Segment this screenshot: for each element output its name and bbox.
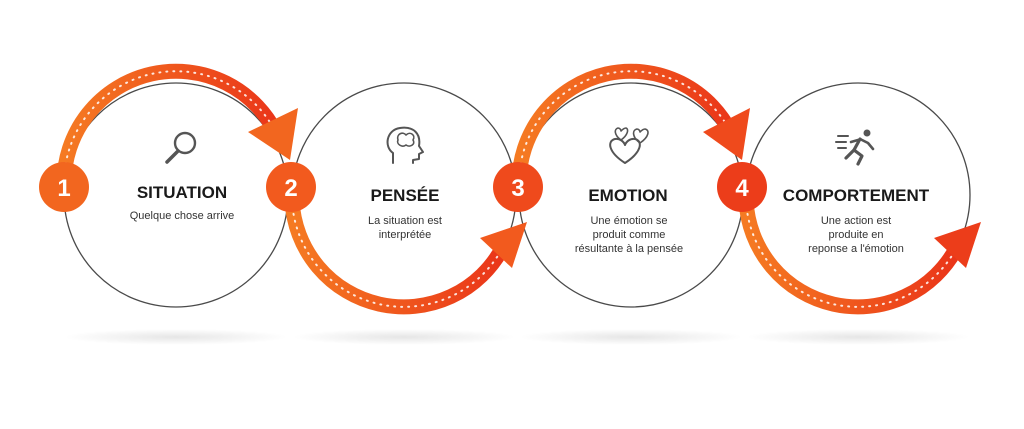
arrowhead-1: [248, 108, 298, 160]
step-badge-3: 3: [493, 162, 543, 212]
step-badges: 1 2 3 4: [39, 162, 767, 212]
hearts-icon: [609, 127, 649, 164]
arrowhead-2: [480, 222, 527, 268]
circle-shadows: [64, 329, 970, 345]
step-desc-3-line-2: produit comme: [593, 229, 666, 241]
step-desc-3-line-3: résultante à la pensée: [575, 243, 683, 255]
brain-head-icon: [386, 126, 424, 164]
arrowhead-4: [934, 222, 981, 268]
step-number-1: 1: [57, 175, 70, 202]
step-title-4: COMPORTEMENT: [783, 186, 930, 205]
step-desc-2-line-1: La situation est: [368, 215, 442, 227]
running-man-icon: [835, 129, 875, 166]
step-title-1: SITUATION: [137, 183, 227, 202]
cycle-arrows: [56, 63, 981, 315]
step-desc-4-line-3: reponse a l'émotion: [808, 243, 904, 255]
step-titles: SITUATION PENSÉE EMOTION COMPORTEMENT: [137, 183, 930, 205]
step-desc-4-line-2: produite en: [828, 229, 883, 241]
step-title-2: PENSÉE: [371, 186, 440, 205]
step-number-3: 3: [511, 175, 524, 202]
step-number-2: 2: [284, 175, 297, 202]
step-badge-2: 2: [266, 162, 316, 212]
step-desc-4-line-1: Une action est: [821, 215, 891, 227]
step-badge-4: 4: [717, 162, 767, 212]
magnifier-icon: [165, 131, 197, 164]
step-desc-2-line-2: interprétée: [379, 229, 432, 241]
step-descriptions: Quelque chose arrive La situation est in…: [130, 210, 904, 255]
step-title-3: EMOTION: [588, 186, 667, 205]
step-number-4: 4: [735, 175, 749, 202]
arrow-1-to-2: [56, 63, 286, 193]
arrowhead-3: [703, 108, 750, 160]
step-desc-3-line-1: Une émotion se: [590, 215, 667, 227]
step-badge-1: 1: [39, 162, 89, 212]
step-desc-1-line-1: Quelque chose arrive: [130, 210, 235, 222]
